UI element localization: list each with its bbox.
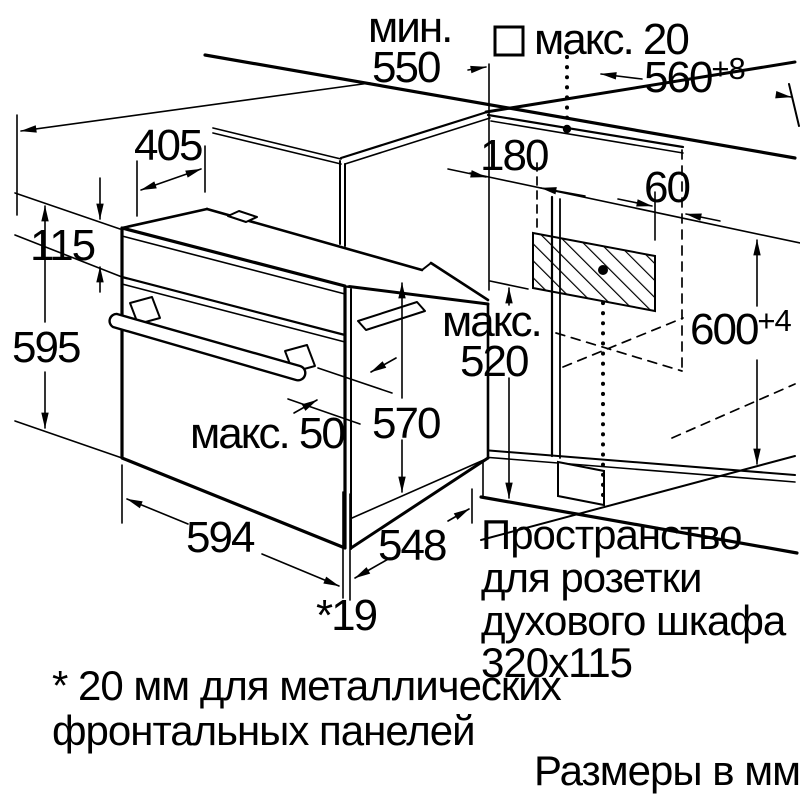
oven-casing-bottom-line [351,458,487,519]
dim-label-max-word: макс. [442,297,543,346]
footnote-line1: * 20 мм для металлических [52,662,562,709]
dim-label-19: *19 [316,591,378,640]
hidden-edge-bottom-3 [671,383,796,439]
tick-560-right [788,83,800,127]
dim-550-line-b [467,65,487,74]
oven-side-bottom-edge [349,456,490,550]
handle-bracket-left [129,296,161,325]
dim-label-115: 115 [30,221,96,270]
ext-line-handle-1 [317,367,393,394]
socket-note-line1: Пространство [481,511,743,558]
dim-550-line-a [20,82,371,133]
niche-top-edge-1 [486,113,685,149]
left-worktop-edge-2 [212,132,342,165]
dim-label-570: 570 [372,399,441,448]
cabinet-niche [479,55,799,555]
dim-label-60: 60 [644,163,691,212]
niche-back-top-edge [469,172,800,244]
door-top-line [121,283,346,343]
dim-label-550: 550 [372,43,441,92]
dim-548-line-a [354,557,391,579]
control-panel-bottom-line [120,275,347,337]
cable-point-top [562,124,572,134]
hidden-edge-bottom-2 [562,317,684,368]
worktop-cutout-edge-1 [339,110,489,160]
dim-50-arrow-b [370,357,397,373]
dim-180-arrow-right [540,187,586,197]
worktop-back-edge [484,60,797,114]
ext-line-top [14,192,121,230]
footnote-line2: фронтальных панелей [52,706,476,754]
socket-hatch-area [532,231,656,313]
dim-label-405: 405 [134,121,203,170]
oven-side-vent [357,301,426,331]
dimension-lines [14,25,800,601]
dim-label-600: 600+4 [690,305,792,354]
niche-top-edge-2 [490,120,684,154]
dim-594-line-b [261,553,340,587]
left-worktop-edge-1 [212,127,342,160]
dim-label-560: 560+8 [644,53,746,102]
junction-box-square-icon [493,25,525,57]
ext-line-bottom [14,420,123,459]
cabinet-bottom-side-edge [480,455,796,541]
oven-side-top-edge [343,284,490,306]
dim-405-line [140,168,202,191]
dim-50-arrow-a [293,399,318,414]
dim-label-520: 520 [460,337,529,386]
socket-point [598,265,608,275]
dim-label-max20: макс. 20 [534,15,690,64]
units-note: Размеры в мм [534,747,800,794]
tick-520-top [489,280,529,290]
oven-front [120,226,347,550]
oven-top-step [421,262,432,271]
hidden-edge-bottom-1 [555,332,683,372]
socket-note-line2: для розетки [481,553,703,601]
dim-label-548: 548 [378,521,447,570]
dim-180-arrow-left [447,168,487,178]
dim-label-min-word: мин. [368,3,453,52]
oven-top-right-edge [429,261,490,302]
oven-top-fill [122,209,422,286]
worktop [16,53,800,247]
worktop-front-edge [203,53,797,160]
ext-line-handle-2 [287,398,361,425]
worktop-cutout-edge-2 [344,117,491,165]
dim-548-line-b [447,508,470,522]
oven-side-fill [345,286,488,548]
dim-560-value: 560 [644,53,713,102]
dim-560-tolerance: +8 [711,51,745,86]
dim-label-595: 595 [12,323,81,372]
dim-594-line-a [126,498,189,525]
socket-note-line3: духового шкафа [481,596,786,644]
cabinet-plinth [557,460,605,507]
dim-60-arrow-left [617,198,653,207]
footnote: * 20 мм для металлических фронтальных па… [52,662,562,754]
oven-top-left-edge [120,207,209,230]
control-panel-top-line [121,235,346,295]
oven [108,207,490,550]
niche-floor-edge-1 [482,449,796,476]
dim-600-tolerance: +4 [757,303,791,338]
cabinet-bottom-front-edge [479,495,799,555]
dim-560-line-a [600,72,643,80]
oven-handle [108,312,307,382]
dim-600-value: 600 [690,305,759,354]
dim-label-180: 180 [480,131,549,180]
dim-60-arrow-right [685,213,721,222]
dim-label-594: 594 [186,513,255,562]
dim-560-line-b [775,90,792,99]
oven-top-tab [227,210,258,223]
socket-note-line4: 320x115 [481,639,633,687]
socket-note: Пространство для розетки духового шкафа … [481,511,786,687]
niche-floor-edge-2 [482,456,796,483]
ext-line-panel [14,234,123,278]
dim-label-max50: макс. 50 [190,409,346,458]
